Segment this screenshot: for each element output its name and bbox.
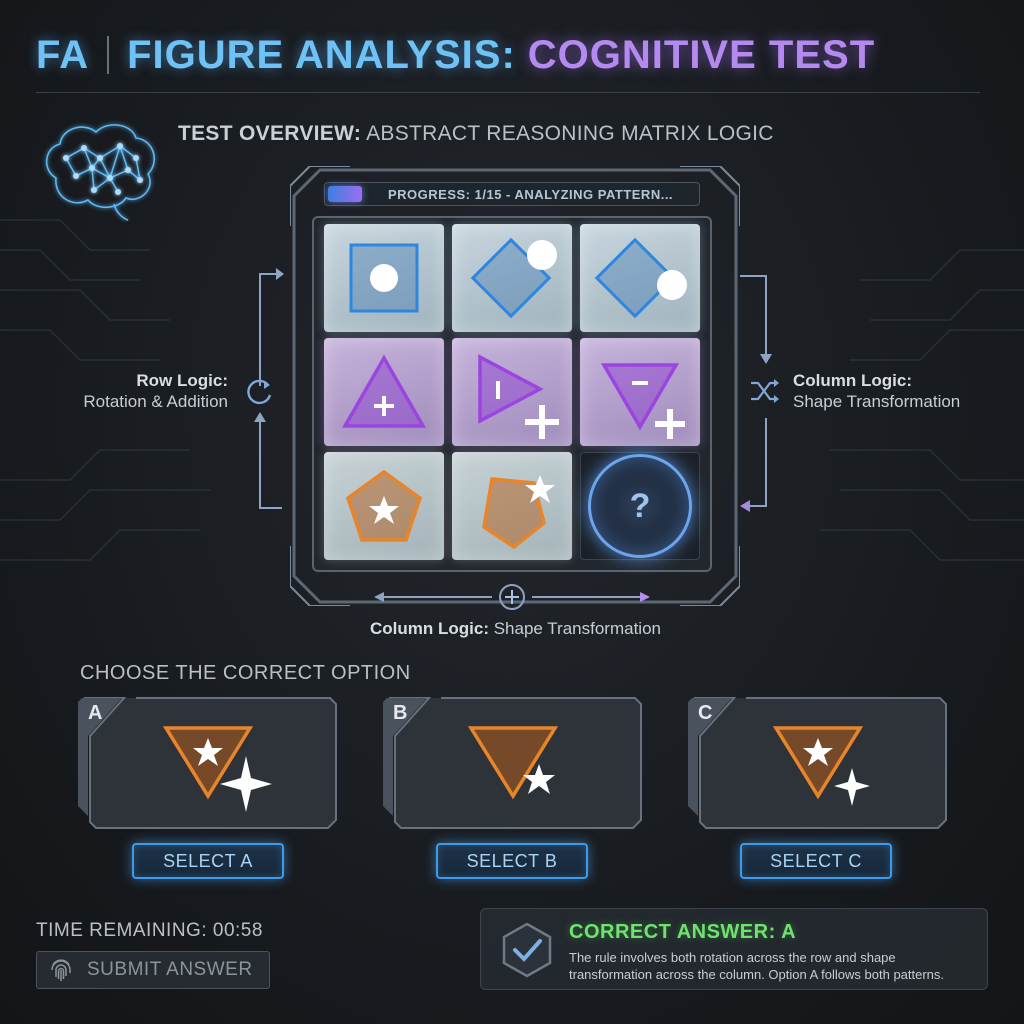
column-logic-title-right: Column Logic: <box>793 371 912 390</box>
matrix-cell-2-1 <box>324 338 444 446</box>
column-logic-arrow-right <box>740 275 772 512</box>
fingerprint-icon <box>51 959 71 981</box>
triangle-plus-shape <box>341 354 427 428</box>
option-b-shape <box>467 726 559 800</box>
rotation-icon <box>247 379 272 405</box>
matrix-cell-1-3 <box>580 224 700 332</box>
option-card-b[interactable]: B <box>381 696 643 830</box>
option-letter-b: B <box>393 702 408 724</box>
question-mark-icon: ? <box>588 454 692 558</box>
matrix-cell-3-2 <box>452 452 572 560</box>
submit-answer-button[interactable]: SUBMIT ANSWER <box>36 951 270 989</box>
header-rule <box>36 92 980 93</box>
time-remaining: TIME REMAINING: 00:58 <box>36 920 263 941</box>
correct-answer-title: CORRECT ANSWER: A <box>569 921 797 943</box>
overview-label: TEST OVERVIEW: <box>178 122 362 145</box>
header-divider <box>107 36 110 74</box>
column-logic-desc-bottom: Shape Transformation <box>493 619 661 638</box>
overview-text: ABSTRACT REASONING MATRIX LOGIC <box>366 122 774 145</box>
option-c-shape <box>772 726 870 806</box>
brain-icon <box>45 124 156 221</box>
select-a-button[interactable]: SELECT A <box>132 843 284 879</box>
row-logic-arrow <box>254 268 284 509</box>
inverted-triangle-plus-shape <box>600 363 685 439</box>
page-subtitle: COGNITIVE TEST <box>527 32 876 77</box>
column-logic-label-right: Column Logic: Shape Transformation <box>793 370 983 412</box>
matrix-cell-2-2 <box>452 338 572 446</box>
check-badge-icon <box>502 922 552 978</box>
options-heading: CHOOSE THE CORRECT OPTION <box>80 662 411 684</box>
row-logic-label: Row Logic: Rotation & Addition <box>78 370 228 412</box>
column-logic-title-bottom: Column Logic: <box>370 619 489 638</box>
select-b-button[interactable]: SELECT B <box>436 843 588 879</box>
progress-text: PROGRESS: 1/15 - ANALYZING PATTERN... <box>388 187 674 202</box>
pentagon-star-shape <box>345 469 423 542</box>
option-letter-c: C <box>698 702 713 724</box>
row-logic-title: Row Logic: <box>136 371 228 390</box>
matrix-cell-1-2 <box>452 224 572 332</box>
matrix-cell-3-1 <box>324 452 444 560</box>
option-card-a[interactable]: A <box>76 696 338 830</box>
progress-fill <box>328 186 362 202</box>
app-logo: FA <box>36 32 90 77</box>
shuffle-icon <box>751 379 779 403</box>
page-header: FA FIGURE ANALYSIS: COGNITIVE TEST <box>36 30 988 80</box>
progress-bar <box>324 182 700 206</box>
matrix-cell-1-1 <box>324 224 444 332</box>
matrix-cell-3-3-missing: ? <box>580 452 700 560</box>
column-logic-desc-right: Shape Transformation <box>793 392 961 411</box>
select-c-button[interactable]: SELECT C <box>740 843 892 879</box>
rotated-square-circle-shape <box>594 237 687 319</box>
submit-answer-label: SUBMIT ANSWER <box>87 959 253 980</box>
test-overview: TEST OVERVIEW: ABSTRACT REASONING MATRIX… <box>178 122 774 146</box>
correct-answer-explanation: The rule involves both rotation across t… <box>569 950 945 982</box>
option-card-c[interactable]: C <box>686 696 948 830</box>
rotated-triangle-plus-shape <box>478 354 559 439</box>
rotated-pentagon-star-shape <box>482 475 555 550</box>
column-logic-arrow-bottom <box>374 584 650 610</box>
rotated-square-circle-shape <box>470 237 557 319</box>
matrix-frame <box>290 166 740 606</box>
square-circle-shape <box>349 243 419 313</box>
column-logic-label-bottom: Column Logic: Shape Transformation <box>370 618 670 639</box>
row-logic-desc: Rotation & Addition <box>83 392 228 411</box>
option-a-shape <box>162 726 272 812</box>
option-letter-a: A <box>88 702 103 724</box>
correct-answer-panel: CORRECT ANSWER: A The rule involves both… <box>480 908 988 990</box>
matrix-cell-2-3 <box>580 338 700 446</box>
page-title: FIGURE ANALYSIS: <box>127 32 516 77</box>
